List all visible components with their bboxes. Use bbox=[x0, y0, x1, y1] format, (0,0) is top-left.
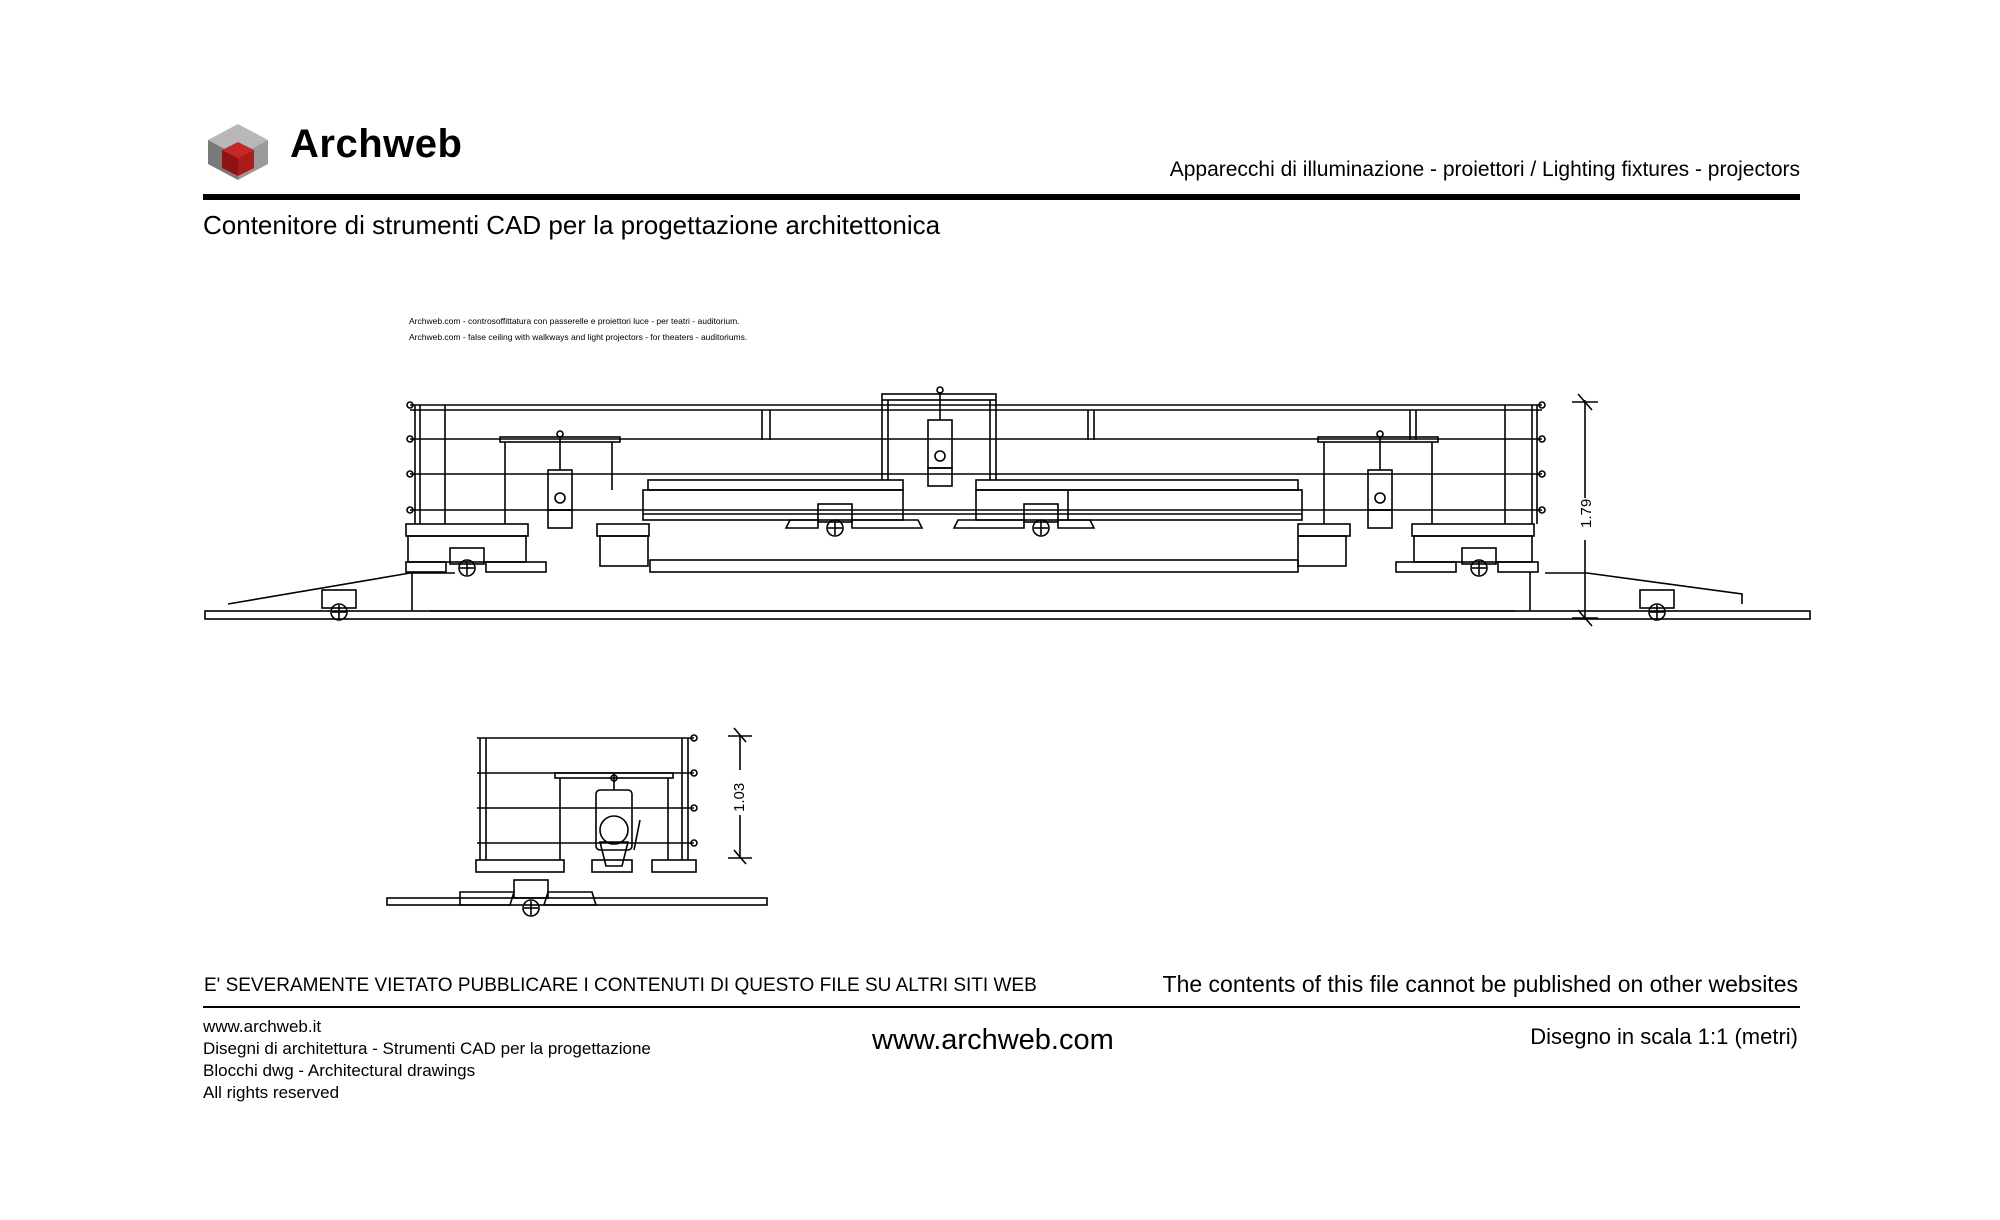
projector-icon bbox=[1023, 503, 1059, 537]
logo-text: Archweb bbox=[290, 122, 463, 166]
drawing-caption-it: Archweb.com - controsoffittatura con pas… bbox=[409, 316, 740, 326]
dimension-label-section: 1.03 bbox=[731, 782, 748, 812]
projector-side-icon bbox=[595, 789, 641, 867]
projector-icon bbox=[817, 503, 853, 537]
archweb-cube-logo-icon bbox=[208, 124, 268, 180]
category-title: Apparecchi di illuminazione - proiettori… bbox=[1169, 158, 1800, 181]
projector-icon bbox=[513, 879, 549, 917]
footer-line: www.archweb.it bbox=[203, 1017, 322, 1036]
projector-icon bbox=[1639, 589, 1675, 621]
footer-line: Disegni di architettura - Strumenti CAD … bbox=[203, 1039, 651, 1058]
drawing-caption-en: Archweb.com - false ceiling with walkway… bbox=[409, 332, 748, 342]
header-divider bbox=[203, 194, 1800, 200]
page-subtitle: Contenitore di strumenti CAD per la prog… bbox=[203, 210, 941, 240]
footer-line: All rights reserved bbox=[203, 1083, 340, 1102]
section-drawing bbox=[386, 727, 768, 917]
warning-en: The contents of this file cannot be publ… bbox=[1162, 971, 1798, 997]
projector-icon bbox=[449, 547, 485, 577]
footer-line: Blocchi dwg - Architectural drawings bbox=[203, 1061, 476, 1080]
scale-note: Disegno in scala 1:1 (metri) bbox=[1530, 1024, 1798, 1049]
warning-it: E' SEVERAMENTE VIETATO PUBBLICARE I CONT… bbox=[204, 975, 1037, 996]
elevation-drawing bbox=[204, 386, 1811, 627]
website-link[interactable]: www.archweb.com bbox=[872, 1024, 1114, 1056]
footer-divider bbox=[203, 1006, 1800, 1008]
projector-icon bbox=[1461, 547, 1497, 577]
projector-icon bbox=[321, 589, 357, 621]
dimension-label-main: 1.79 bbox=[1578, 498, 1595, 528]
